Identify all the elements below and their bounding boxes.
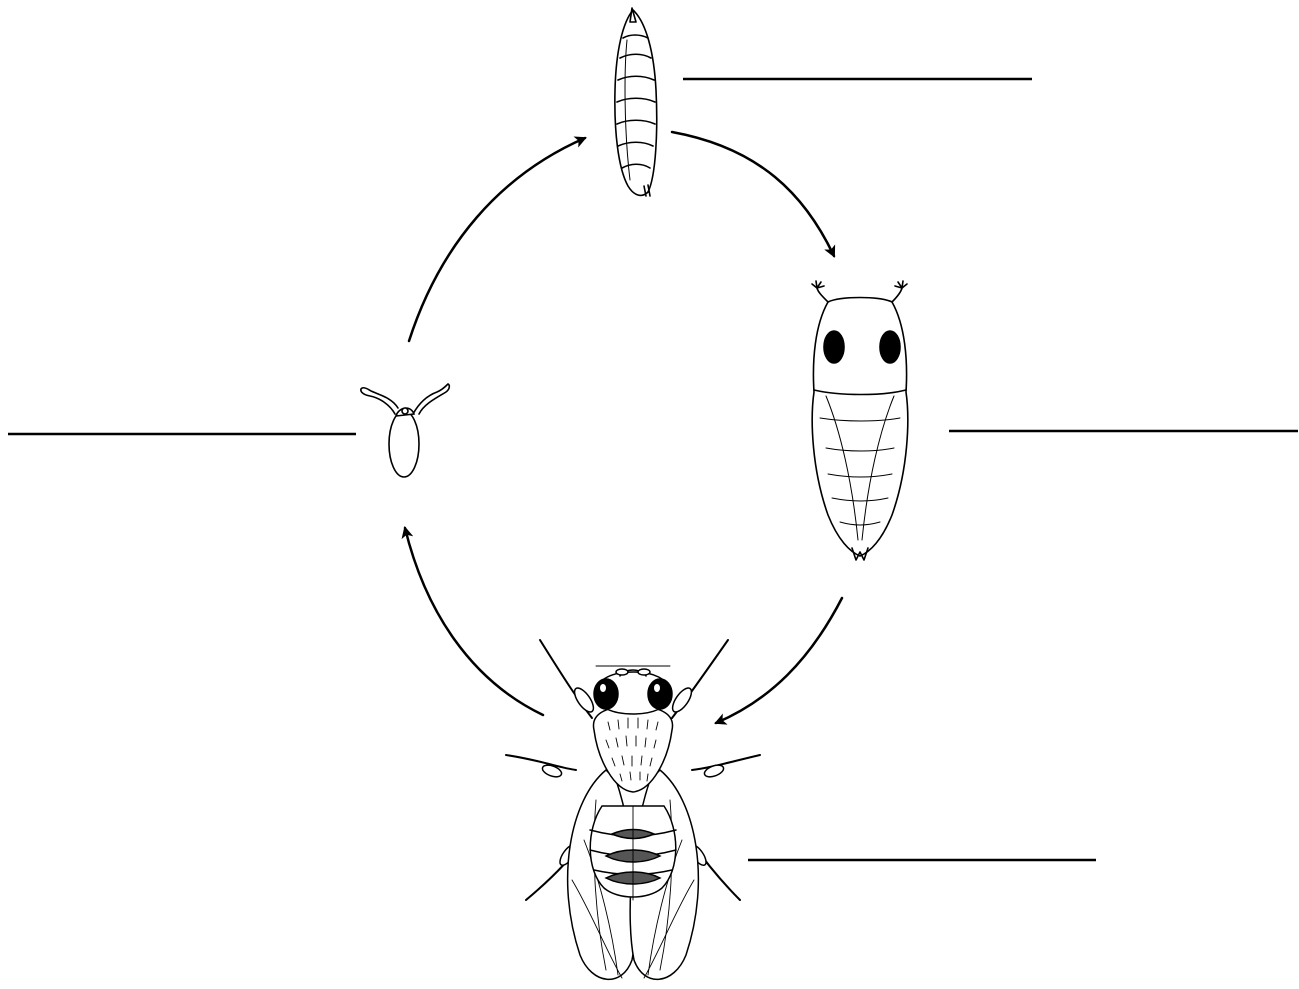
arrow-adult-to-egg xyxy=(405,528,543,715)
pupa-icon xyxy=(812,281,908,560)
egg-icon xyxy=(361,384,449,477)
arrow-egg-to-larva xyxy=(409,138,585,341)
arrow-larva-to-pupa xyxy=(672,132,834,256)
cycle-arrows xyxy=(405,132,842,723)
larva-icon xyxy=(615,8,657,196)
arrow-pupa-to-adult xyxy=(716,598,842,723)
adult-fly-icon xyxy=(506,640,760,979)
